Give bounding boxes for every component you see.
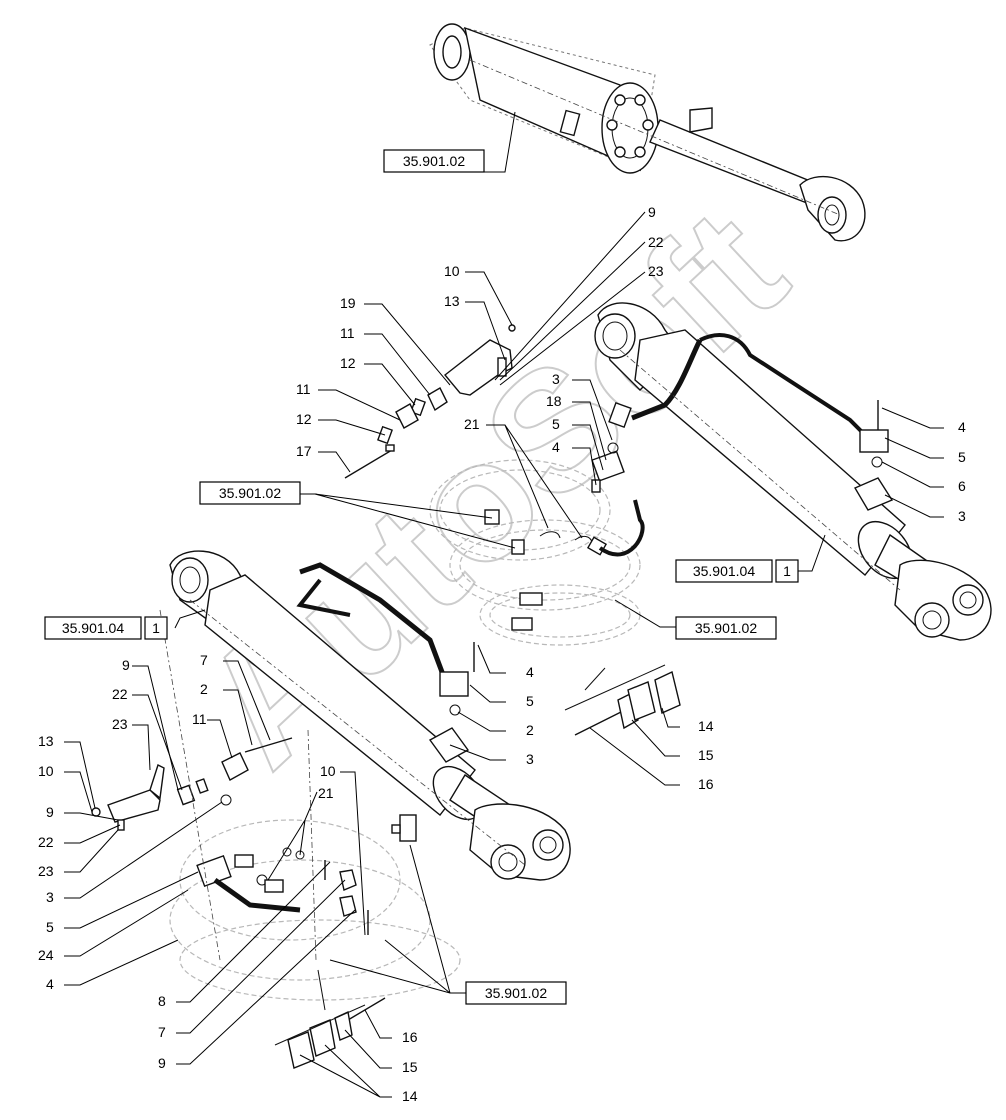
svg-text:35.901.04: 35.901.04 [62,620,124,636]
callout-21: 21 [318,785,334,801]
lower-clamp-kit [274,969,386,1069]
callout-22: 22 [38,834,54,850]
callout-14: 14 [698,718,714,734]
callout-10: 10 [38,763,54,779]
lower-hoses [159,609,461,1001]
right-clamp-kit [564,664,681,736]
left-bracket-group [91,737,293,831]
callout-2: 2 [200,681,208,697]
callout-9: 9 [648,204,656,220]
svg-text:1: 1 [783,563,791,579]
callout-4: 4 [552,439,560,455]
ref-upper-bracket: 35.901.02 [199,481,301,505]
callout-15: 15 [402,1059,418,1075]
callout-23: 23 [648,263,664,279]
callout-5: 5 [46,919,54,935]
callout-4: 4 [46,976,54,992]
callout-11: 11 [340,325,355,341]
svg-text:35.901.02: 35.901.02 [695,620,757,636]
leader-lines [64,111,944,1098]
callout-23: 23 [38,863,54,879]
callout-8: 8 [158,993,166,1009]
svg-text:1: 1 [152,620,160,636]
ref-lower-hoses: 35.901.02 [465,981,567,1005]
callout-10: 10 [320,763,336,779]
ref-top-cylinder: 35.901.02 [383,149,485,173]
left-cylinder [169,550,571,881]
right-cylinder [594,302,992,641]
callout-11: 11 [296,381,311,397]
callout-17: 17 [296,443,312,459]
callout-9: 9 [122,657,130,673]
callout-21: 21 [464,416,480,432]
callout-14: 14 [402,1088,418,1104]
callout-11: 11 [192,711,207,727]
callout-4: 4 [526,664,534,680]
svg-text:35.901.02: 35.901.02 [403,153,465,169]
callout-3: 3 [526,751,534,767]
callout-24: 24 [38,947,54,963]
ref-right-cylinder: 35.901.04 1 [675,559,799,583]
callout-9: 9 [46,804,54,820]
top-cylinder [429,23,866,242]
callout-16: 16 [402,1029,418,1045]
svg-text:35.901.02: 35.901.02 [219,485,281,501]
callout-6: 6 [958,478,966,494]
callout-13: 13 [444,293,460,309]
callout-2: 2 [526,722,534,738]
callout-numbers: 9 22 23 10 13 19 11 12 11 12 17 3 18 5 4… [38,204,966,1104]
callout-9: 9 [158,1055,166,1071]
callout-13: 13 [38,733,54,749]
ref-right-hoses: 35.901.02 [675,616,777,640]
callout-5: 5 [958,449,966,465]
svg-text:35.901.02: 35.901.02 [485,985,547,1001]
ref-left-cylinder: 35.901.04 1 [44,616,168,640]
callout-19: 19 [340,295,356,311]
callout-22: 22 [112,686,128,702]
callout-12: 12 [340,355,356,371]
callout-10: 10 [444,263,460,279]
callout-4: 4 [958,419,966,435]
callout-7: 7 [158,1024,166,1040]
callout-5: 5 [552,416,560,432]
callout-3: 3 [958,508,966,524]
callout-23: 23 [112,716,128,732]
callout-16: 16 [698,776,714,792]
callout-3: 3 [46,889,54,905]
callout-22: 22 [648,234,664,250]
callout-7: 7 [200,652,208,668]
callout-15: 15 [698,747,714,763]
callout-12: 12 [296,411,312,427]
callout-3: 3 [552,371,560,387]
callout-5: 5 [526,693,534,709]
callout-18: 18 [546,393,562,409]
svg-text:35.901.04: 35.901.04 [693,563,755,579]
reference-boxes: 35.901.02 35.901.02 35.901.04 1 35.901.0… [44,149,799,1005]
